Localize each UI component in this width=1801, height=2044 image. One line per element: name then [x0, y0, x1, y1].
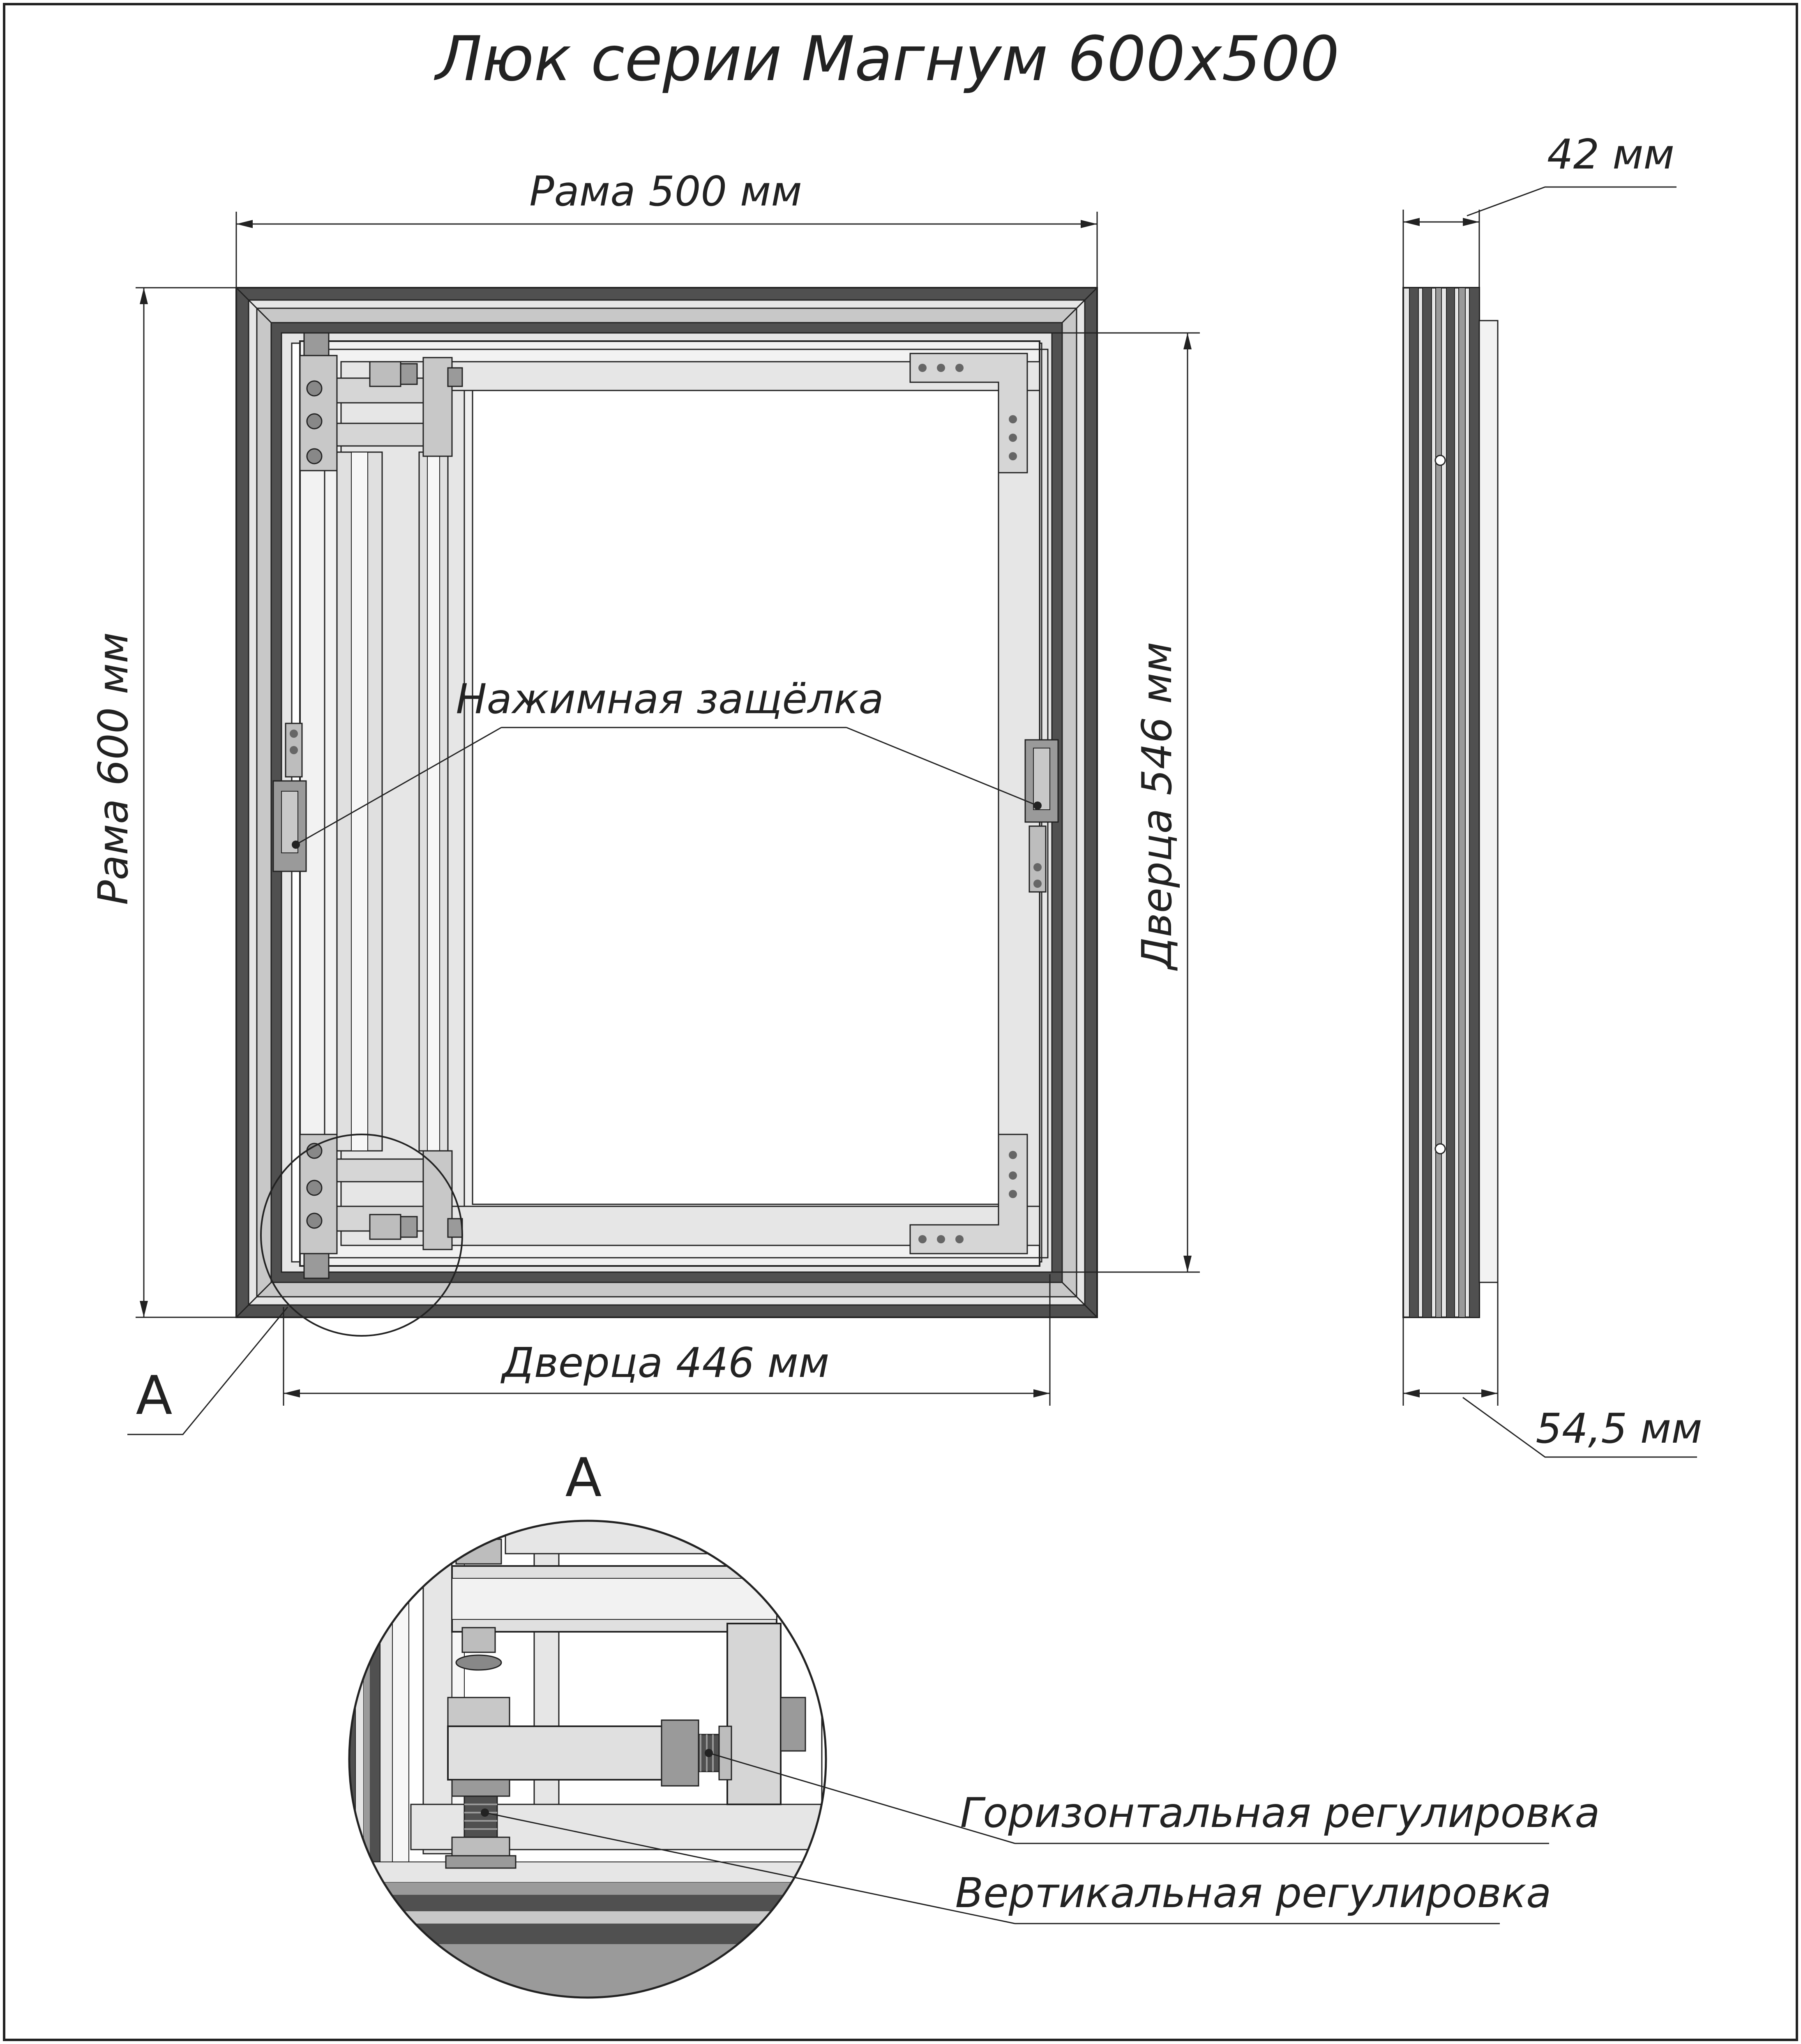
corner-bracket-top — [909, 353, 1028, 473]
detail-a-heading: А — [565, 1446, 602, 1509]
detail-a-marker: А — [136, 1364, 173, 1427]
dimension-frame-width: Рама 500 мм — [235, 167, 1098, 288]
detail-a-view — [348, 1520, 827, 1999]
svg-text:Рама 500 мм: Рама 500 мм — [529, 167, 802, 215]
dimension-depth-top: 42 мм — [1402, 130, 1676, 288]
svg-text:42 мм: 42 мм — [1547, 130, 1674, 178]
callout-latch: Нажимная защёлка — [292, 675, 1042, 849]
dimension-door-height: Дверца 546 мм — [1050, 332, 1200, 1273]
svg-text:Горизонтальная регулировка: Горизонтальная регулировка — [960, 1789, 1600, 1837]
bottom-hinge — [299, 1134, 463, 1279]
callout-horizontal-adjustment: Горизонтальная регулировка — [705, 1749, 1600, 1844]
svg-text:Дверца 446 мм: Дверца 446 мм — [500, 1339, 830, 1387]
svg-text:Вертикальная регулировка: Вертикальная регулировка — [955, 1869, 1552, 1917]
side-view — [1402, 287, 1499, 1318]
callout-vertical-adjustment: Вертикальная регулировка — [481, 1808, 1551, 1924]
sheet-border — [3, 3, 1798, 2041]
svg-text:Нажимная защёлка: Нажимная защёлка — [456, 675, 883, 723]
dimension-frame-height: Рама 600 мм — [89, 287, 236, 1318]
svg-text:Дверца 546 мм: Дверца 546 мм — [1133, 642, 1181, 971]
drawing-title: Люк серии Магнум 600х500 — [434, 23, 1339, 95]
front-view: А — [127, 287, 1098, 1435]
top-hinge — [299, 332, 463, 471]
corner-bracket-bottom — [909, 1134, 1028, 1254]
svg-text:54,5 мм: 54,5 мм — [1536, 1404, 1702, 1453]
svg-text:Рама 600 мм: Рама 600 мм — [89, 632, 137, 905]
detail-a-circle — [260, 1134, 463, 1337]
dimension-door-width: Дверца 446 мм — [283, 1274, 1051, 1406]
detail-a-boundary — [348, 1520, 827, 1999]
right-latch — [1024, 739, 1059, 893]
dimension-depth-bottom: 54,5 мм — [1402, 1282, 1702, 1458]
